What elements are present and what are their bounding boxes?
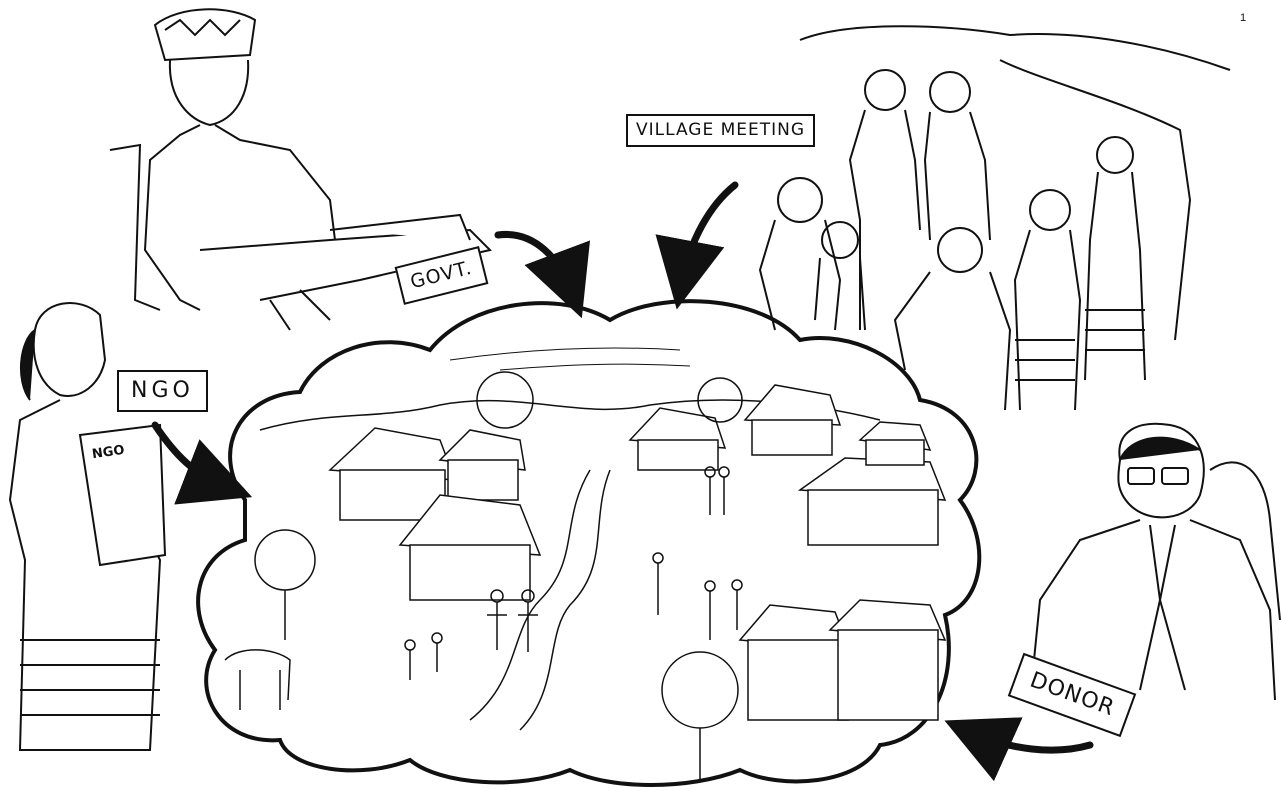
page-number: 1 <box>1240 12 1246 24</box>
village-meeting-label: VILLAGE MEETING <box>626 114 815 147</box>
village-scene <box>198 301 979 785</box>
donor <box>1030 424 1280 700</box>
arrow-ngo <box>155 425 226 487</box>
arrow-donor <box>970 732 1090 750</box>
ngo-label: NGO <box>117 370 208 412</box>
arrow-village <box>682 185 735 282</box>
arrow-govt <box>498 234 572 292</box>
